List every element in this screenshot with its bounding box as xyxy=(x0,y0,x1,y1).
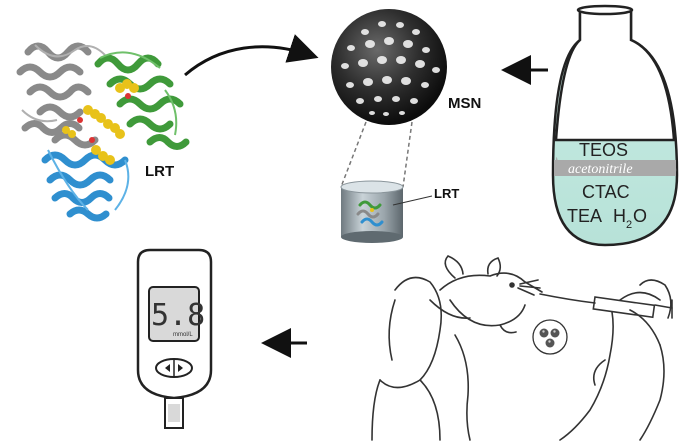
zoom-lines xyxy=(340,121,413,188)
meter-screen xyxy=(148,286,200,342)
mesoporous-silica-sphere-icon xyxy=(331,9,447,125)
msn-label: MSN xyxy=(448,95,481,112)
protein-structure-icon xyxy=(16,42,190,222)
flask-teos: TEOS xyxy=(579,140,628,160)
flask-tea: TEA xyxy=(567,206,602,226)
curved-arrow xyxy=(184,34,319,77)
pore-cylinder-icon xyxy=(340,180,404,243)
flask-ctac: CTAC xyxy=(582,182,630,202)
round-bottom-flask-icon xyxy=(551,4,679,247)
protein-label: LRT xyxy=(145,163,174,180)
nanoparticle-cluster-icon xyxy=(532,319,568,355)
loaded-pointer xyxy=(392,195,433,206)
flask-o: O xyxy=(633,206,647,226)
meter-unit: mmol/L xyxy=(173,332,193,338)
meter-reading: 5.8 xyxy=(151,298,205,333)
flask-acetonitrile: acetonitrile xyxy=(568,162,633,177)
loaded-protein-label: LRT xyxy=(434,186,459,201)
flask-h-subscript: 2 xyxy=(626,219,632,231)
glucose-meter-icon xyxy=(136,248,213,429)
mouse-injection-icon xyxy=(371,255,673,441)
flask-h: H xyxy=(613,206,626,226)
